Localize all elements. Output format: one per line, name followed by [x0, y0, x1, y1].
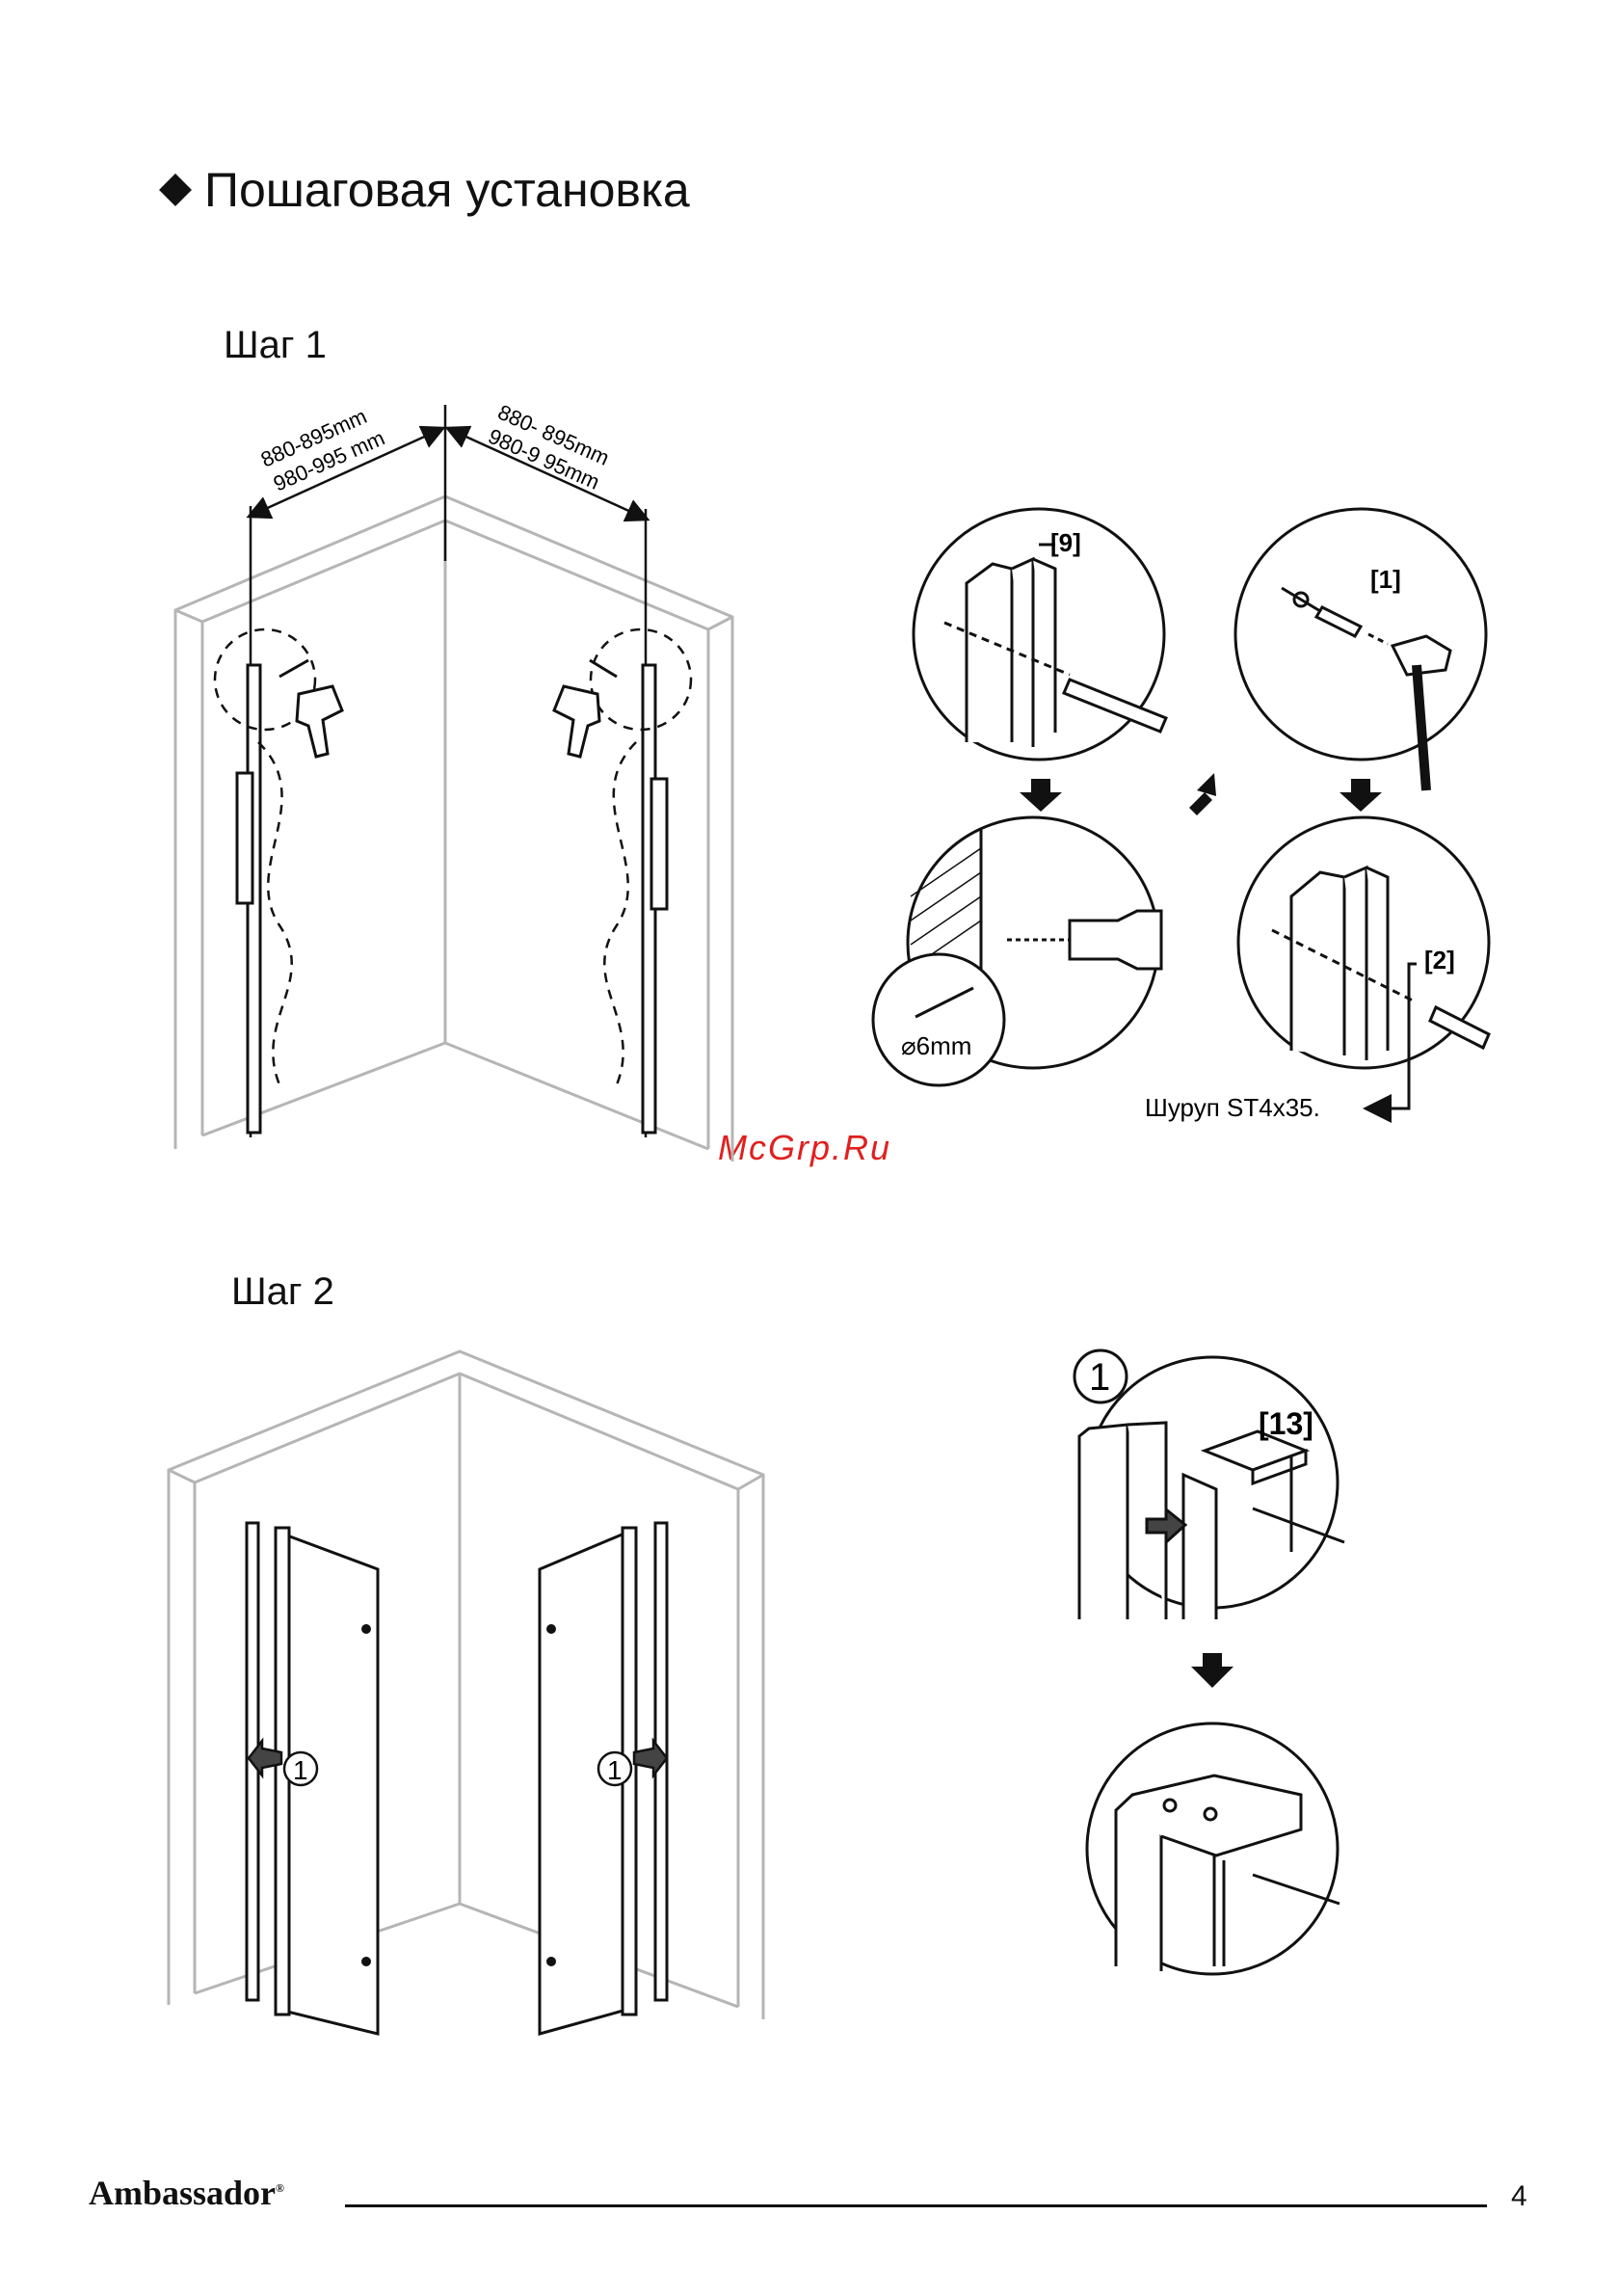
- screw-note: Шуруп ST4x35.: [1145, 1093, 1320, 1122]
- arrow-diagonal-icon: [1189, 773, 1216, 815]
- brand-logo: Ambassador®: [89, 2173, 284, 2213]
- callout-profile: [9]: [1050, 528, 1081, 557]
- registered-mark: ®: [276, 2181, 284, 2195]
- detail-hinge-insert: [1074, 1350, 1344, 1619]
- callout-anchor: [1]: [1370, 565, 1401, 594]
- step1-flow-arrows: [1020, 773, 1382, 815]
- detail-hinge-installed: [1087, 1723, 1339, 1974]
- drill-size: ⌀6mm: [901, 1031, 971, 1060]
- step1-dimensions: [251, 405, 646, 1137]
- step1-wall-profiles: [237, 665, 667, 1133]
- brand-name: Ambassador: [89, 2174, 276, 2212]
- footer-rule: [345, 2204, 1487, 2207]
- arrow-down-icon: [1191, 1653, 1233, 1688]
- detail-marker-1: 1: [1089, 1356, 1110, 1399]
- step1-marking-curves: [215, 629, 691, 1089]
- drill-icon: [279, 660, 617, 757]
- page-number: 4: [1511, 2180, 1527, 2213]
- callout-hinge: [13]: [1259, 1406, 1313, 1441]
- arrow-down-icon: [1020, 779, 1062, 812]
- marker-left-1: 1: [293, 1755, 308, 1785]
- detail-mark-profile: [914, 509, 1166, 760]
- marker-right-1: 1: [607, 1755, 623, 1785]
- callout-screw: [2]: [1424, 946, 1455, 974]
- arrow-down-icon: [1339, 779, 1382, 812]
- detail-anchor-hammer: [1235, 509, 1486, 790]
